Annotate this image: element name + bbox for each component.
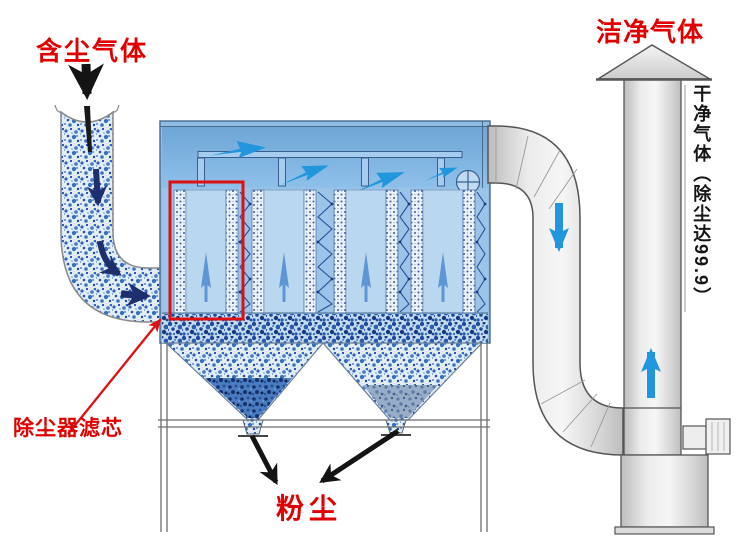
- hopper-left-settled-dust: [205, 378, 292, 418]
- cell-up-arrow-icon: [361, 252, 371, 302]
- plenum-flow-arrow-icons: [210, 141, 458, 193]
- inlet-pipe: [54, 104, 164, 323]
- filter-cell: [251, 189, 317, 314]
- filter-cell: [333, 189, 399, 314]
- cell-gap-dots: [238, 202, 487, 294]
- stack-cap: [595, 44, 713, 80]
- label-dust: 粉尘: [276, 493, 343, 524]
- filter-cartridge-highlight-box: [168, 180, 245, 321]
- support-frame: [158, 343, 490, 532]
- hopper-right-settled-dust: [363, 385, 438, 418]
- exhaust-stack: [595, 44, 731, 535]
- label-clean-gas-note: 干净气体（除尘达99.9）: [691, 84, 712, 308]
- filter-housing: [159, 120, 491, 344]
- inlet-arrow-icon: [68, 63, 104, 152]
- filter-cartridge-callout: [67, 180, 245, 435]
- side-connector: [682, 425, 707, 450]
- dust-hoppers: [164, 342, 484, 437]
- dust-discharge-arrow-icons: [249, 428, 400, 485]
- filter-cells: [162, 189, 488, 314]
- pulse-manifold: [197, 151, 463, 187]
- label-clean-gas: 洁净气体: [596, 17, 705, 47]
- label-dusty-gas: 含尘气体: [36, 36, 149, 66]
- cell-up-arrow-icon: [279, 252, 289, 302]
- cell-up-arrow-icon: [438, 252, 448, 302]
- callout-arrow-icon: [67, 318, 162, 435]
- pipe-flow-arrow-icons: [86, 168, 151, 307]
- stack-foot-flange: [614, 526, 715, 535]
- clean-air-duct: [487, 125, 624, 456]
- filter-cell: [410, 189, 476, 314]
- filter-cell: [173, 189, 239, 314]
- stack-base: [620, 454, 709, 528]
- cell-up-arrow-icon: [201, 252, 211, 302]
- label-filter-cartridge: 除尘器滤芯: [13, 417, 123, 440]
